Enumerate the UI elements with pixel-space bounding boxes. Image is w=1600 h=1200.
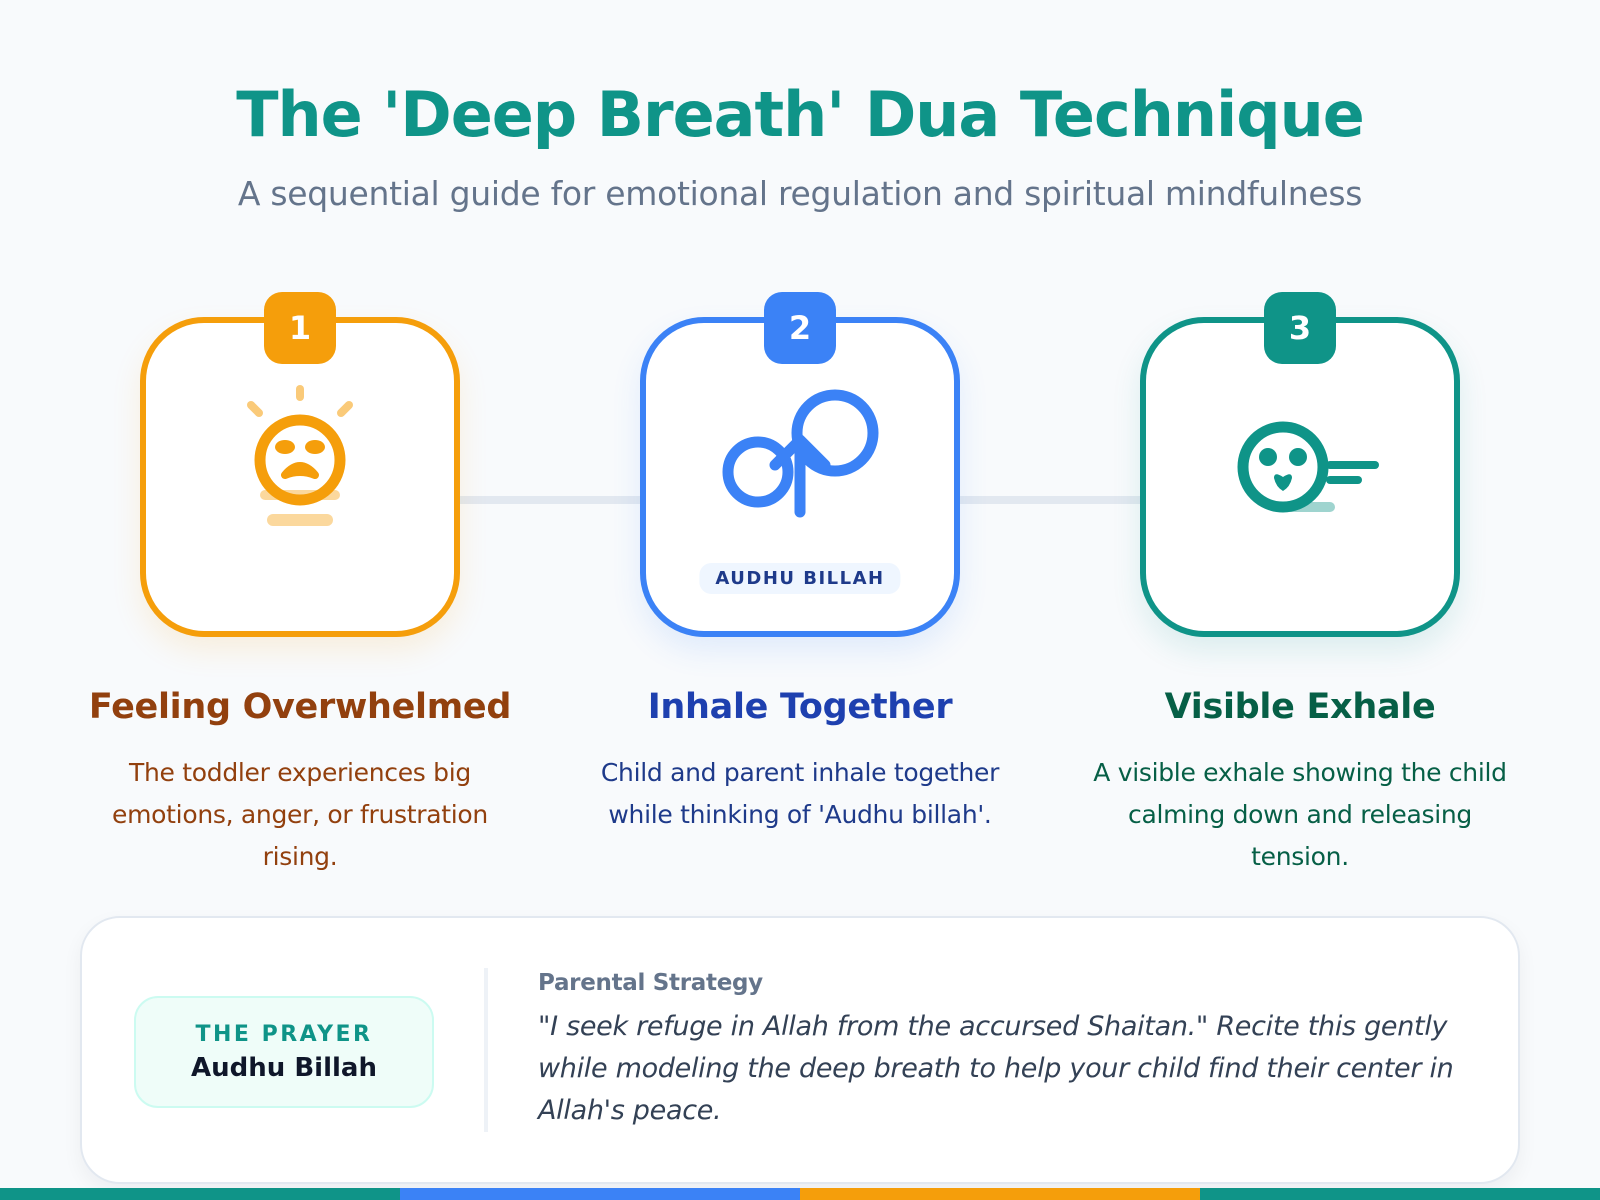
step-2-description: Child and parent inhale together while t…: [600, 758, 1000, 829]
connector-line-2-3: [960, 496, 1140, 504]
color-bar-segment-blue: [400, 1188, 800, 1200]
color-bar-segment-teal: [0, 1188, 400, 1200]
step-3-title: Visible Exhale: [1164, 687, 1436, 727]
step-3-card: [1140, 317, 1460, 637]
strategy-label: Parental Strategy: [538, 970, 763, 996]
upset-face-lightbulb-icon: [140, 317, 460, 637]
step-3-number-badge: 3: [1264, 292, 1336, 364]
step-1-title: Feeling Overwhelmed: [88, 687, 512, 727]
calm-face-exhale-icon: [1140, 317, 1460, 637]
parental-strategy-panel: THE PRAYER Audhu Billah Parental Strateg…: [80, 916, 1520, 1184]
audhu-billah-tag: AUDHU BILLAH: [699, 563, 901, 594]
color-bar-segment-amber: [800, 1188, 1200, 1200]
prayer-label: THE PRAYER: [195, 1022, 373, 1047]
prayer-name: Audhu Billah: [191, 1053, 377, 1083]
step-1-description: The toddler experiences big emotions, an…: [112, 758, 488, 871]
page-subtitle: A sequential guide for emotional regulat…: [237, 174, 1363, 213]
step-2-title: Inhale Together: [647, 687, 953, 727]
connector-line-1-2: [460, 496, 640, 504]
footer-color-bar: [0, 1188, 1600, 1200]
vertical-divider: [484, 968, 488, 1132]
prayer-box: THE PRAYER Audhu Billah: [134, 996, 434, 1108]
step-2-number-badge: 2: [764, 292, 836, 364]
step-1-number-badge: 1: [264, 292, 336, 364]
strategy-text: "I seek refuge in Allah from the accurse…: [538, 1011, 1454, 1126]
page-title: The 'Deep Breath' Dua Technique: [236, 78, 1365, 151]
inhale-arrow-circles-icon: [640, 317, 960, 637]
step-3-description: A visible exhale showing the child calmi…: [1093, 758, 1507, 871]
color-bar-segment-teal-2: [1200, 1188, 1600, 1200]
